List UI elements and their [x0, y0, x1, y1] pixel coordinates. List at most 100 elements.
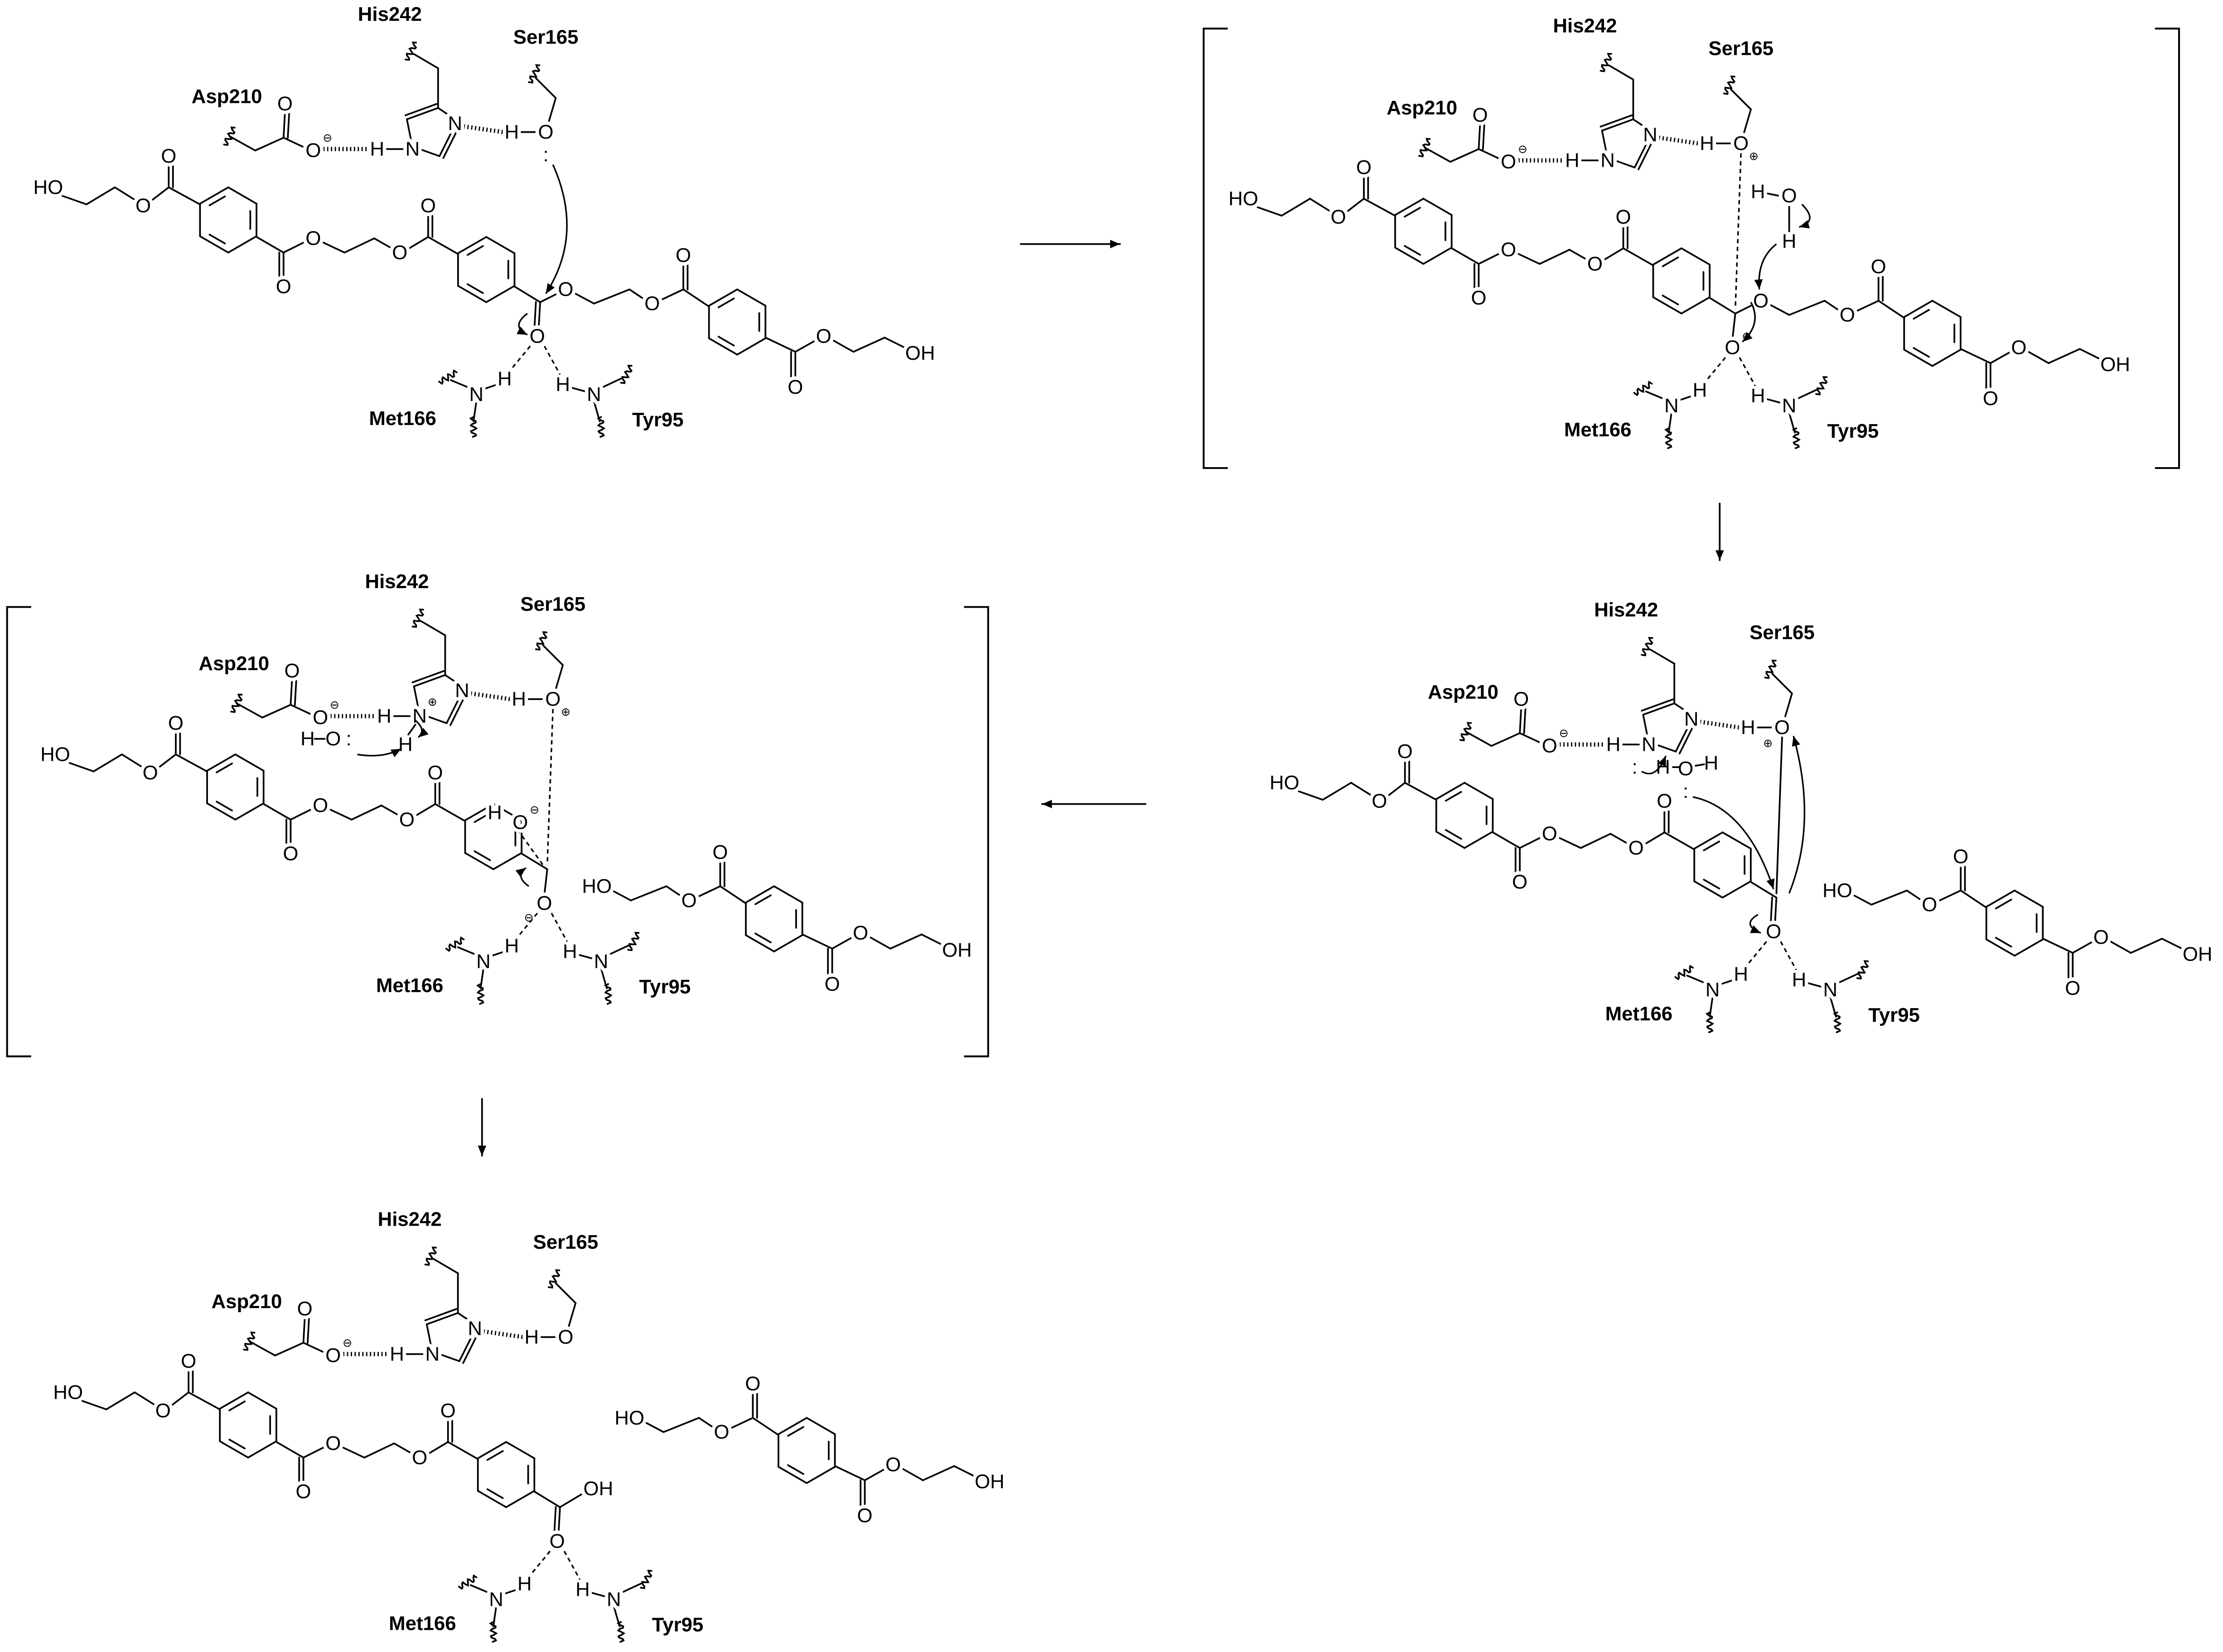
bond [439, 130, 453, 157]
bond [437, 107, 452, 117]
bond [1678, 727, 1693, 754]
bond [424, 1308, 458, 1321]
negative-charge-icon: ⊖ [1518, 142, 1527, 155]
hydrogen-bond [1705, 357, 1726, 382]
right-bracket [2155, 28, 2180, 469]
atom-label: O [277, 92, 293, 115]
bond [2079, 348, 2103, 362]
residue-label-met166: Met166 [1564, 419, 1632, 441]
bond [1614, 159, 1636, 169]
bond [555, 664, 564, 690]
bond [658, 288, 684, 302]
benzene-ring [477, 1441, 536, 1508]
wavy-bond-icon [404, 41, 417, 61]
bond [404, 103, 438, 116]
curved-arrow-icon [415, 720, 429, 738]
bond [1838, 971, 1861, 984]
bond [1931, 348, 1962, 367]
bond [406, 236, 429, 251]
atom-label: H [556, 373, 570, 396]
benzene-ring [1693, 831, 1752, 898]
bond [1608, 64, 1634, 81]
wavy-bond-icon [1674, 965, 1694, 981]
bond [1764, 397, 1782, 404]
residue-label-met166: Met166 [389, 1612, 456, 1634]
bond [1774, 897, 1778, 924]
bond [219, 1391, 249, 1410]
bond [1675, 725, 1690, 753]
atom-label: O [1471, 287, 1486, 309]
bond [866, 935, 891, 950]
bond [1903, 348, 1933, 367]
atom-label: O [1871, 256, 1886, 278]
bond [1394, 246, 1425, 265]
hydrogen-bond [1699, 720, 1740, 730]
bond [1662, 295, 1679, 305]
bond [1721, 880, 1752, 898]
bond [247, 1391, 277, 1410]
bond [513, 285, 541, 303]
atom-label: N [448, 112, 463, 135]
wavy-bond-icon [1856, 960, 1869, 980]
atom-label: O [296, 1480, 311, 1502]
atom-label: O [399, 808, 415, 831]
bond [1936, 889, 1962, 903]
atom-label: N [468, 1318, 482, 1340]
bond [466, 245, 484, 256]
atom-label: O [714, 1421, 730, 1443]
bond [538, 301, 541, 329]
bond [572, 291, 595, 304]
bond [1906, 889, 1925, 903]
bond [542, 644, 564, 666]
bond [806, 1417, 836, 1435]
bond [831, 935, 856, 950]
atom-label: O [1501, 239, 1516, 261]
bond [752, 1417, 779, 1436]
wavy-bond-icon [1664, 427, 1673, 449]
bond [1877, 299, 1905, 319]
atom-label: O [143, 762, 158, 784]
bond [61, 195, 87, 205]
atom-label: O [1542, 823, 1557, 845]
atom-label: O [536, 892, 552, 914]
bond [576, 953, 594, 960]
bond [787, 1464, 804, 1475]
bond [1767, 303, 1790, 316]
atom-label: OH [905, 342, 935, 364]
bond [216, 801, 233, 812]
bond [188, 1391, 221, 1410]
wavy-bond-icon [1633, 381, 1653, 396]
bond [206, 754, 237, 772]
bond [206, 802, 237, 821]
atom-label: HO [53, 1381, 83, 1403]
curved-arrow-icon [517, 313, 528, 336]
bond [1490, 732, 1521, 747]
atom-label: O [284, 660, 300, 682]
atom-label: HO [34, 176, 63, 198]
atom-label: O [1372, 790, 1387, 812]
curved-arrow-icon [1641, 755, 1667, 775]
atom-label: N [425, 1343, 440, 1365]
bond [1435, 782, 1465, 800]
bond [393, 1442, 415, 1456]
bond [282, 111, 286, 139]
bond [889, 933, 923, 950]
bond [806, 1466, 836, 1484]
atom-label: O [181, 1350, 196, 1372]
bond [1655, 744, 1677, 753]
bond [149, 186, 170, 203]
atom-label: O [745, 1373, 760, 1395]
residue-label-met166: Met166 [1605, 1003, 1673, 1025]
hydrogen-bond [1739, 357, 1756, 386]
bond [1464, 782, 1494, 800]
bond [1449, 148, 1480, 163]
curved-arrow-icon [545, 164, 568, 295]
atom-label: N [1823, 979, 1837, 1001]
atom-label: N [1643, 124, 1658, 146]
bond [1638, 143, 1652, 170]
bond [1281, 198, 1311, 217]
bond [425, 715, 448, 725]
bond [1519, 732, 1542, 744]
